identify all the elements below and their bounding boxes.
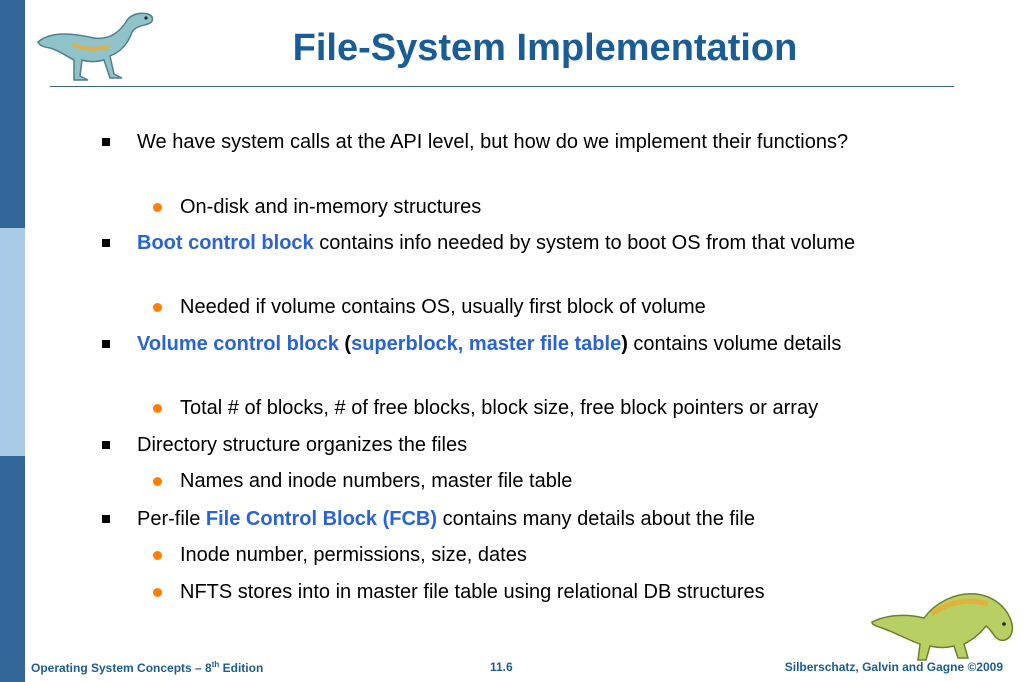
- term-highlight: File Control Block (FCB): [205, 508, 438, 530]
- slide-title: File-System Implementation: [292, 27, 798, 69]
- bullet-text: contains volume details: [627, 333, 842, 355]
- bullet-text: On-disk and in-memory structures: [180, 196, 482, 218]
- footer-left-text: Operating System Concepts – 8: [31, 661, 212, 675]
- term-highlight: Volume control block: [137, 333, 339, 355]
- sidebar-segment-middle: [0, 228, 25, 456]
- dinosaur-logo-icon: [37, 12, 154, 81]
- round-bullet-icon: [153, 404, 162, 413]
- sidebar-segment-bottom: [0, 456, 25, 682]
- bullet-text: Inode number, permissions, size, dates: [180, 544, 527, 566]
- round-bullet-icon: [153, 203, 162, 212]
- sub-bullet-item: On-disk and in-memory structures: [153, 194, 980, 221]
- square-bullet-icon: [102, 340, 110, 348]
- bullet-item: Volume control block (superblock, master…: [102, 331, 897, 358]
- footer-page-number: 11.6: [490, 660, 513, 674]
- bullet-text: NFTS stores into in master file table us…: [180, 581, 765, 603]
- footer-book-title: Operating System Concepts – 8th Edition: [31, 660, 263, 675]
- bullet-item: Per-file File Control Block (FCB) contai…: [102, 506, 897, 533]
- sidebar-segment-top: [0, 0, 25, 228]
- bullet-text: Directory structure organizes the files: [137, 434, 468, 456]
- bullet-item: We have system calls at the API level, b…: [102, 129, 897, 156]
- bullet-text: contains info needed by system to boot O…: [313, 232, 856, 254]
- round-bullet-icon: [153, 303, 162, 312]
- bullet-text: Total # of blocks, # of free blocks, blo…: [180, 397, 819, 419]
- footer-authors: Silberschatz, Galvin and Gagne ©2009: [784, 660, 1003, 674]
- sub-bullet-item: Names and inode numbers, master file tab…: [153, 468, 980, 495]
- footer-superscript: th: [211, 660, 220, 669]
- square-bullet-icon: [102, 239, 110, 247]
- bullet-text: Per-file: [137, 508, 206, 530]
- title-underline: [50, 86, 954, 87]
- dinosaur-illustration-icon: [871, 593, 1014, 661]
- bullet-text: contains many details about the file: [437, 508, 755, 530]
- bullet-text: We have system calls at the API level, b…: [137, 131, 849, 153]
- sub-bullet-item: Needed if volume contains OS, usually fi…: [153, 294, 980, 321]
- round-bullet-icon: [153, 477, 162, 486]
- round-bullet-icon: [153, 588, 162, 597]
- term-highlight: superblock, master file table: [351, 333, 622, 355]
- bullet-text: Needed if volume contains OS, usually fi…: [180, 296, 706, 318]
- term-highlight: Boot control block: [137, 232, 314, 254]
- sub-bullet-item: NFTS stores into in master file table us…: [153, 579, 980, 606]
- paren-close: ): [621, 333, 628, 355]
- bullet-item: Directory structure organizes the files: [102, 432, 897, 459]
- footer-left-edition: Edition: [219, 661, 264, 675]
- sub-bullet-item: Inode number, permissions, size, dates: [153, 542, 980, 569]
- bullet-text: Names and inode numbers, master file tab…: [180, 470, 573, 492]
- square-bullet-icon: [102, 515, 110, 523]
- round-bullet-icon: [153, 551, 162, 560]
- square-bullet-icon: [102, 138, 110, 146]
- bullet-item: Boot control block contains info needed …: [102, 230, 897, 257]
- paren-open: (: [338, 333, 352, 355]
- left-sidebar-bar: [0, 0, 25, 682]
- sub-bullet-item: Total # of blocks, # of free blocks, blo…: [153, 395, 980, 422]
- square-bullet-icon: [102, 441, 110, 449]
